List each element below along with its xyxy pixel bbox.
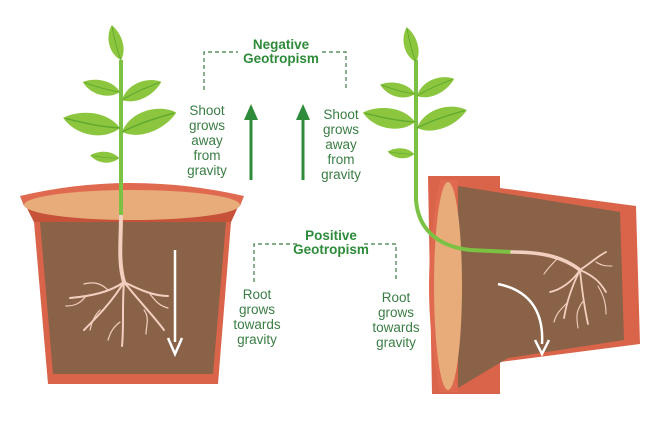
shoot-label-right: Shoot grows away from gravity (310, 107, 372, 182)
root-right-line: towards (372, 320, 420, 335)
shoot-label-left: Shoot grows away from gravity (176, 103, 238, 178)
root-right-line: gravity (376, 335, 416, 350)
shoot-right-line: Shoot (323, 107, 359, 122)
right-root-arrow (497, 282, 551, 357)
right-plant (359, 25, 513, 254)
negative-title-line2: Geotropism (243, 51, 319, 66)
root-right-line: grows (377, 305, 414, 320)
right-soil (458, 186, 624, 388)
shoot-arrow-right (296, 104, 310, 180)
root-label-right: Root grows towards gravity (361, 290, 431, 350)
left-root-arrow (166, 250, 184, 358)
left-soil (40, 222, 226, 374)
shoot-arrow-left (244, 104, 258, 180)
shoot-left-line: from (193, 148, 221, 163)
left-pot (20, 183, 244, 384)
left-roots (65, 213, 169, 347)
positive-title-line1: Positive (305, 228, 357, 243)
shoot-left-line: gravity (187, 163, 227, 178)
negative-geotropism-title: Negative Geotropism (226, 38, 336, 66)
right-roots (510, 250, 613, 329)
right-soil-top (434, 182, 462, 390)
positive-geotropism-title: Positive Geotropism (276, 229, 386, 257)
root-left-line: Root (242, 287, 272, 302)
root-left-line: gravity (237, 332, 277, 347)
shoot-right-line: gravity (321, 167, 361, 182)
shoot-left-line: grows (188, 118, 225, 133)
negative-connector (203, 51, 347, 90)
shoot-right-line: from (327, 152, 355, 167)
root-left-line: towards (233, 317, 281, 332)
left-soil-top (24, 190, 240, 220)
right-pot (428, 176, 640, 394)
shoot-left-line: away (191, 133, 223, 148)
left-plant (59, 23, 181, 215)
root-left-line: grows (238, 302, 275, 317)
negative-title-line1: Negative (252, 37, 310, 52)
shoot-right-line: grows (322, 122, 359, 137)
shoot-left-line: Shoot (189, 103, 225, 118)
positive-title-line2: Geotropism (293, 242, 369, 257)
root-right-line: Root (381, 290, 411, 305)
positive-connector (253, 243, 397, 282)
shoot-right-line: away (325, 137, 357, 152)
root-label-left: Root grows towards gravity (222, 287, 292, 347)
